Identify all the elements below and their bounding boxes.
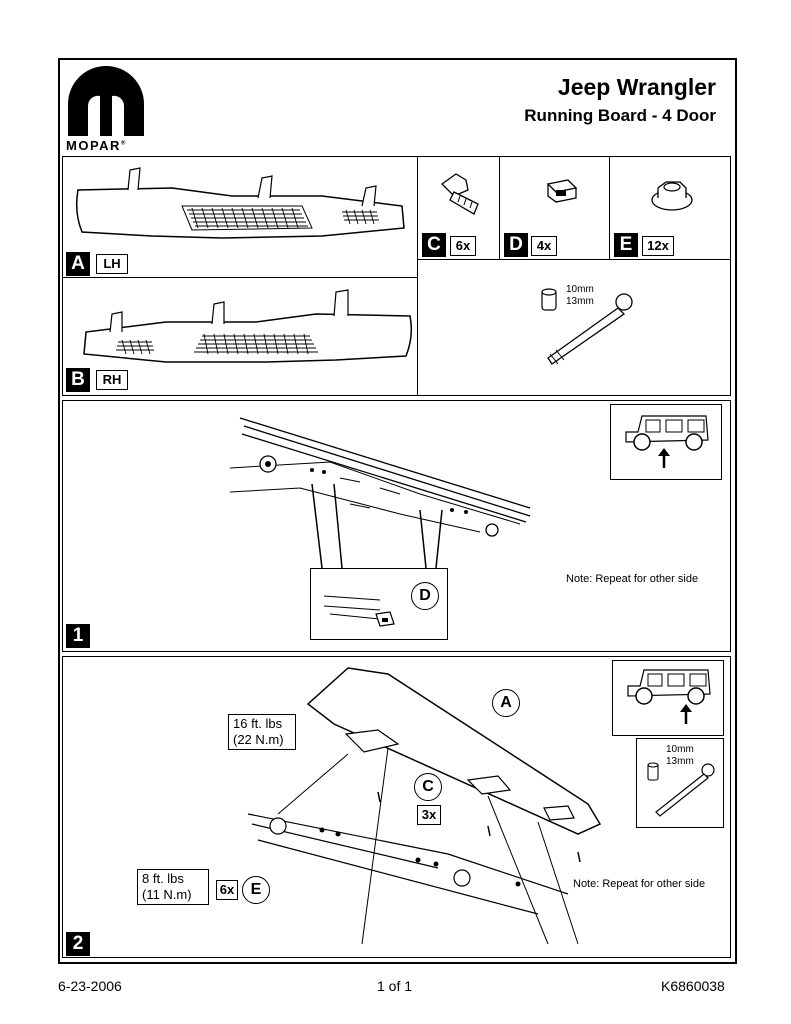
step-1-number: 1	[66, 624, 90, 648]
footer-date: 6-23-2006	[58, 978, 122, 994]
bolt-icon	[440, 173, 479, 215]
socket-ratchet-icon	[541, 288, 633, 365]
part-e-qty: 12x	[642, 236, 674, 256]
step-1-vehicle-view-box	[610, 404, 722, 480]
jeep-side-view-icon	[625, 415, 709, 468]
step-1-callout-d: D	[411, 582, 439, 610]
socket-ratchet-icon	[647, 762, 715, 817]
step-2-callout-a: A	[492, 689, 520, 717]
step-2-callout-c: C	[414, 773, 442, 801]
part-c-letter: C	[422, 233, 446, 257]
step-2-qty-c: 3x	[417, 805, 441, 825]
step-1-detail-lines	[311, 483, 443, 569]
clip-nut-icon	[546, 179, 578, 203]
flange-nut-icon	[651, 181, 693, 211]
step-1-panel	[62, 400, 731, 652]
part-d-qty: 4x	[531, 236, 557, 256]
step-2-tools-box	[636, 738, 724, 828]
torque-ft-lbs: 8 ft. lbs	[142, 871, 184, 886]
step-2-torque-nut: 8 ft. lbs (11 N.m)	[137, 869, 209, 905]
tool-socket-10mm-label: 10mm	[566, 284, 594, 295]
step-2-callout-e: E	[242, 876, 270, 904]
step-1-clip-detail-illustration	[323, 595, 395, 627]
running-board-lh-illustration	[75, 167, 405, 239]
part-c-qty: 6x	[450, 236, 476, 256]
step-2-tool-10mm-label: 10mm	[666, 744, 694, 755]
part-d-letter: D	[504, 233, 528, 257]
torque-ft-lbs: 16 ft. lbs	[233, 716, 283, 731]
running-board-rh-illustration	[83, 289, 413, 363]
step-2-note: Note: Repeat for other side	[573, 878, 706, 890]
step-1-note: Note: Repeat for other side	[566, 573, 699, 585]
step-2-running-board-install-illustration	[247, 667, 602, 945]
step-1-detail-view	[310, 568, 448, 640]
step-2-vehicle-view-box	[612, 660, 724, 736]
step-2-tool-13mm-label: 13mm	[666, 756, 694, 767]
instruction-sheet-frame	[58, 58, 737, 964]
brand-name: MOPAR®	[66, 138, 127, 153]
footer-page-number: 1 of 1	[377, 978, 413, 994]
tool-socket-13mm-label: 13mm	[566, 296, 594, 307]
mopar-logo-icon	[68, 66, 144, 136]
torque-nm: (22 N.m)	[233, 732, 284, 747]
torque-nm: (11 N.m)	[142, 887, 192, 902]
step-2-number: 2	[66, 932, 90, 956]
tools-cell	[417, 259, 731, 396]
page-title: Jeep Wrangler	[557, 74, 716, 100]
step-2-torque-bracket: 16 ft. lbs (22 N.m)	[228, 714, 296, 750]
part-e-letter: E	[614, 233, 638, 257]
jeep-side-view-icon	[627, 669, 711, 724]
page-subtitle: Running Board - 4 Door	[524, 106, 716, 125]
part-b-letter: B	[66, 368, 90, 392]
footer-part-number: K6860038	[661, 978, 725, 994]
part-a-letter: A	[66, 252, 90, 276]
step-2-qty-e: 6x	[216, 880, 238, 900]
step-2-panel	[62, 656, 731, 958]
part-b-label: RH	[96, 370, 128, 390]
part-a-label: LH	[96, 254, 128, 274]
